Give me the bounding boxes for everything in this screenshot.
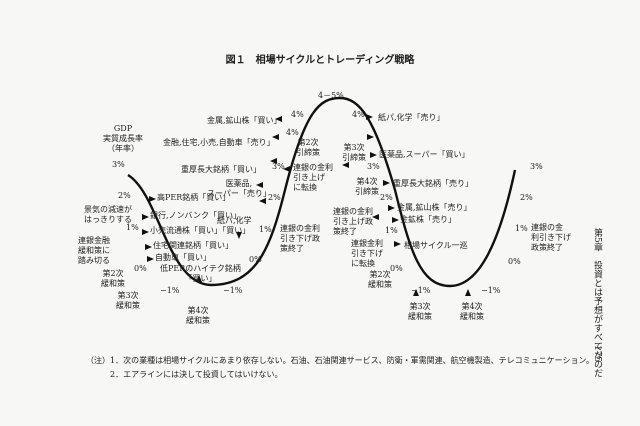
annotation-ease4-b: 第4次緩和策 <box>460 302 484 321</box>
annotation-high-per-buy: 高PER銘柄「買い」 <box>157 193 231 202</box>
arrow-right-icon <box>394 241 401 247</box>
arrow-right-icon <box>383 180 390 186</box>
arrow-right-icon <box>149 196 156 202</box>
arrow-up-icon <box>465 289 471 296</box>
annotation-fin-sell: 金融,住宅,小売,自動車「売り」 <box>163 138 275 147</box>
arrow-right-icon <box>366 114 373 120</box>
label-2pct: 2% <box>118 191 131 200</box>
annotation-ease2-b: 第2次緩和策 <box>368 270 392 289</box>
label-4pct: 4% <box>286 128 299 137</box>
annotation-paper-sell: 紙パ,化学「売り」 <box>378 113 445 122</box>
arrow-right-icon <box>142 214 149 220</box>
annotation-metal-buy: 金属,鉱山株「買い」 <box>207 116 282 125</box>
label-1pct: 1% <box>385 226 398 235</box>
arrow-down-icon <box>236 232 242 239</box>
label-0pct: 0% <box>390 264 403 273</box>
note-1: （注）1．次の業種は相場サイクルにあまり依存しない。石油、石油関連サービス、防衛… <box>86 356 595 365</box>
annotation-ease4-left: 第4次緩和策 <box>186 306 210 325</box>
arrow-markers <box>142 114 471 296</box>
annotation-auto-buy: 自動車「買い」 <box>155 253 211 262</box>
gdp-axis-label: GDP 実質成長率 （年率） <box>103 124 143 153</box>
annotation-rate-hike-shift: 連銀の金利引き上げに転換 <box>293 163 333 192</box>
arrow-right-icon <box>367 134 374 140</box>
annotation-retail-buy: 小売流通株「買い」 <box>150 226 222 235</box>
arrow-right-icon <box>142 229 149 235</box>
arrow-left-icon <box>342 162 349 168</box>
label-3pct: 3% <box>367 162 380 171</box>
annotation-tighten4: 第4次引締策 <box>355 177 379 196</box>
label-m1pct: −1% <box>481 286 501 295</box>
annotation-end-rate-cut: 連銀の金利引き下げ政策終了 <box>280 224 320 253</box>
annotation-housing-buy: 住宅関連銘柄「買い」 <box>153 241 233 250</box>
label-0pct: 0% <box>249 255 262 264</box>
arrow-left-icon <box>259 198 266 204</box>
arrow-left-icon <box>256 182 263 188</box>
annotation-tighten3: 第3次引締策 <box>342 143 366 162</box>
note-2: 2．エアラインには決して投資してはいけない。 <box>86 370 283 379</box>
arrow-left-icon <box>270 158 277 164</box>
cycle-curve <box>127 96 517 288</box>
annotation-drug-sell: 医薬品,スーパー「売り」 <box>207 179 271 198</box>
figure-title: 図１ 相場サイクルとトレーディング戦略 <box>225 55 415 66</box>
annotation-tighten2: 第2次引締策 <box>296 138 320 157</box>
label-0pct: 0% <box>134 264 147 273</box>
label-4pct: 4% <box>291 110 304 119</box>
arrow-left-icon <box>275 116 282 122</box>
arrow-right-icon <box>147 256 154 262</box>
annotation-metal-sell: 金属,鉱山株「売り」 <box>397 203 472 212</box>
annotation-easing: 連銀金融緩和策に踏み切る <box>78 236 110 265</box>
annotation-heavy-buy: 重厚長大銘柄「買い」 <box>181 165 261 174</box>
arrow-up-icon <box>196 275 202 282</box>
page-number: 175 <box>592 345 602 363</box>
annotation-low-per-buy: 低PERのハイテク銘柄「買い」 <box>160 264 241 283</box>
label-m1pct: −1% <box>223 286 243 295</box>
arrow-right-icon <box>388 205 395 211</box>
peak-label: 4－5% <box>318 91 344 100</box>
label-3pct: 3% <box>112 160 125 169</box>
annotation-heavy-sell: 重厚長大銘柄「売り」 <box>393 179 473 188</box>
arrow-right-icon <box>392 217 399 223</box>
arrow-up-icon <box>413 289 419 296</box>
label-2pct: 2% <box>268 193 281 202</box>
annotation-gold-sell: 金鉱株「売り」 <box>400 215 456 224</box>
annotation-slowdown: 景気の減速がはっきりする <box>84 205 132 224</box>
arrow-left-icon <box>283 166 290 172</box>
annotation-bank-buy: 銀行,ノンバンク「買い」 <box>150 211 241 220</box>
annotation-ease2: 第2次緩和策 <box>101 269 125 288</box>
chapter-side-text: 第5章 投資とは予想がすべてなのだ <box>592 228 602 378</box>
annotation-cycle-sweep: 相場サイクル一巡 <box>404 241 468 250</box>
label-4pct: 4% <box>352 110 365 119</box>
label-2pct: 2% <box>520 193 533 202</box>
label-m1pct: −1% <box>160 286 180 295</box>
label-3pct: 3% <box>272 162 285 171</box>
label-1pct: 1% <box>126 223 139 232</box>
label-1pct: 1% <box>259 225 272 234</box>
annotation-paper-buy: 紙パ,化学「買い」 <box>217 216 252 235</box>
label-3pct: 3% <box>530 162 543 171</box>
arrow-left-icon <box>272 134 279 140</box>
label-1pct: 1% <box>515 224 528 233</box>
label-0pct: 0% <box>508 257 521 266</box>
arrow-right-icon <box>370 152 377 158</box>
arrow-right-icon <box>145 244 152 250</box>
label-2pct: 2% <box>380 193 393 202</box>
annotation-drug-super-buy: 医薬品,スーパー「買い」 <box>379 150 470 159</box>
annotation-fed-cut-end-right: 連銀の金利引き下げ政策終了 <box>531 223 571 252</box>
annotation-fed-cut-shift: 連銀金利引き下げに転換 <box>351 239 383 268</box>
annotation-ease3: 第3次緩和策 <box>116 291 140 310</box>
annotation-ease3-b: 第3次緩和策 <box>408 302 432 321</box>
arrow-left-icon <box>372 214 379 220</box>
label-m1pct: −1% <box>411 286 431 295</box>
annotation-fed-hike-end: 連銀の金利引き上げ政策終了 <box>333 207 373 236</box>
